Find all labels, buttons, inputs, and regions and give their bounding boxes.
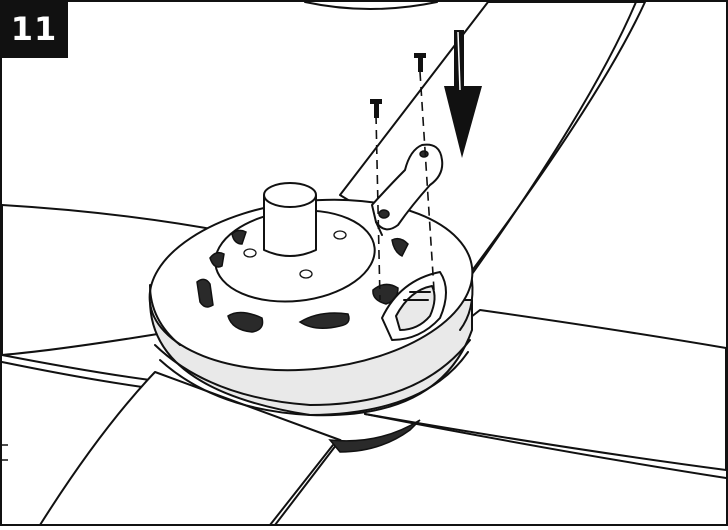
blade-bracket	[371, 143, 444, 236]
top-part-edge	[304, 1, 438, 10]
screw-icon	[370, 99, 382, 118]
screw-icon	[414, 53, 426, 72]
vent-slots	[196, 229, 409, 333]
step-number-badge: 11	[0, 0, 68, 58]
back-right-blade	[339, 1, 646, 289]
alignment-line-left	[375, 114, 381, 301]
alignment-line-right	[419, 71, 435, 291]
down-arrow-icon	[444, 30, 482, 158]
motor-housing	[148, 182, 474, 453]
